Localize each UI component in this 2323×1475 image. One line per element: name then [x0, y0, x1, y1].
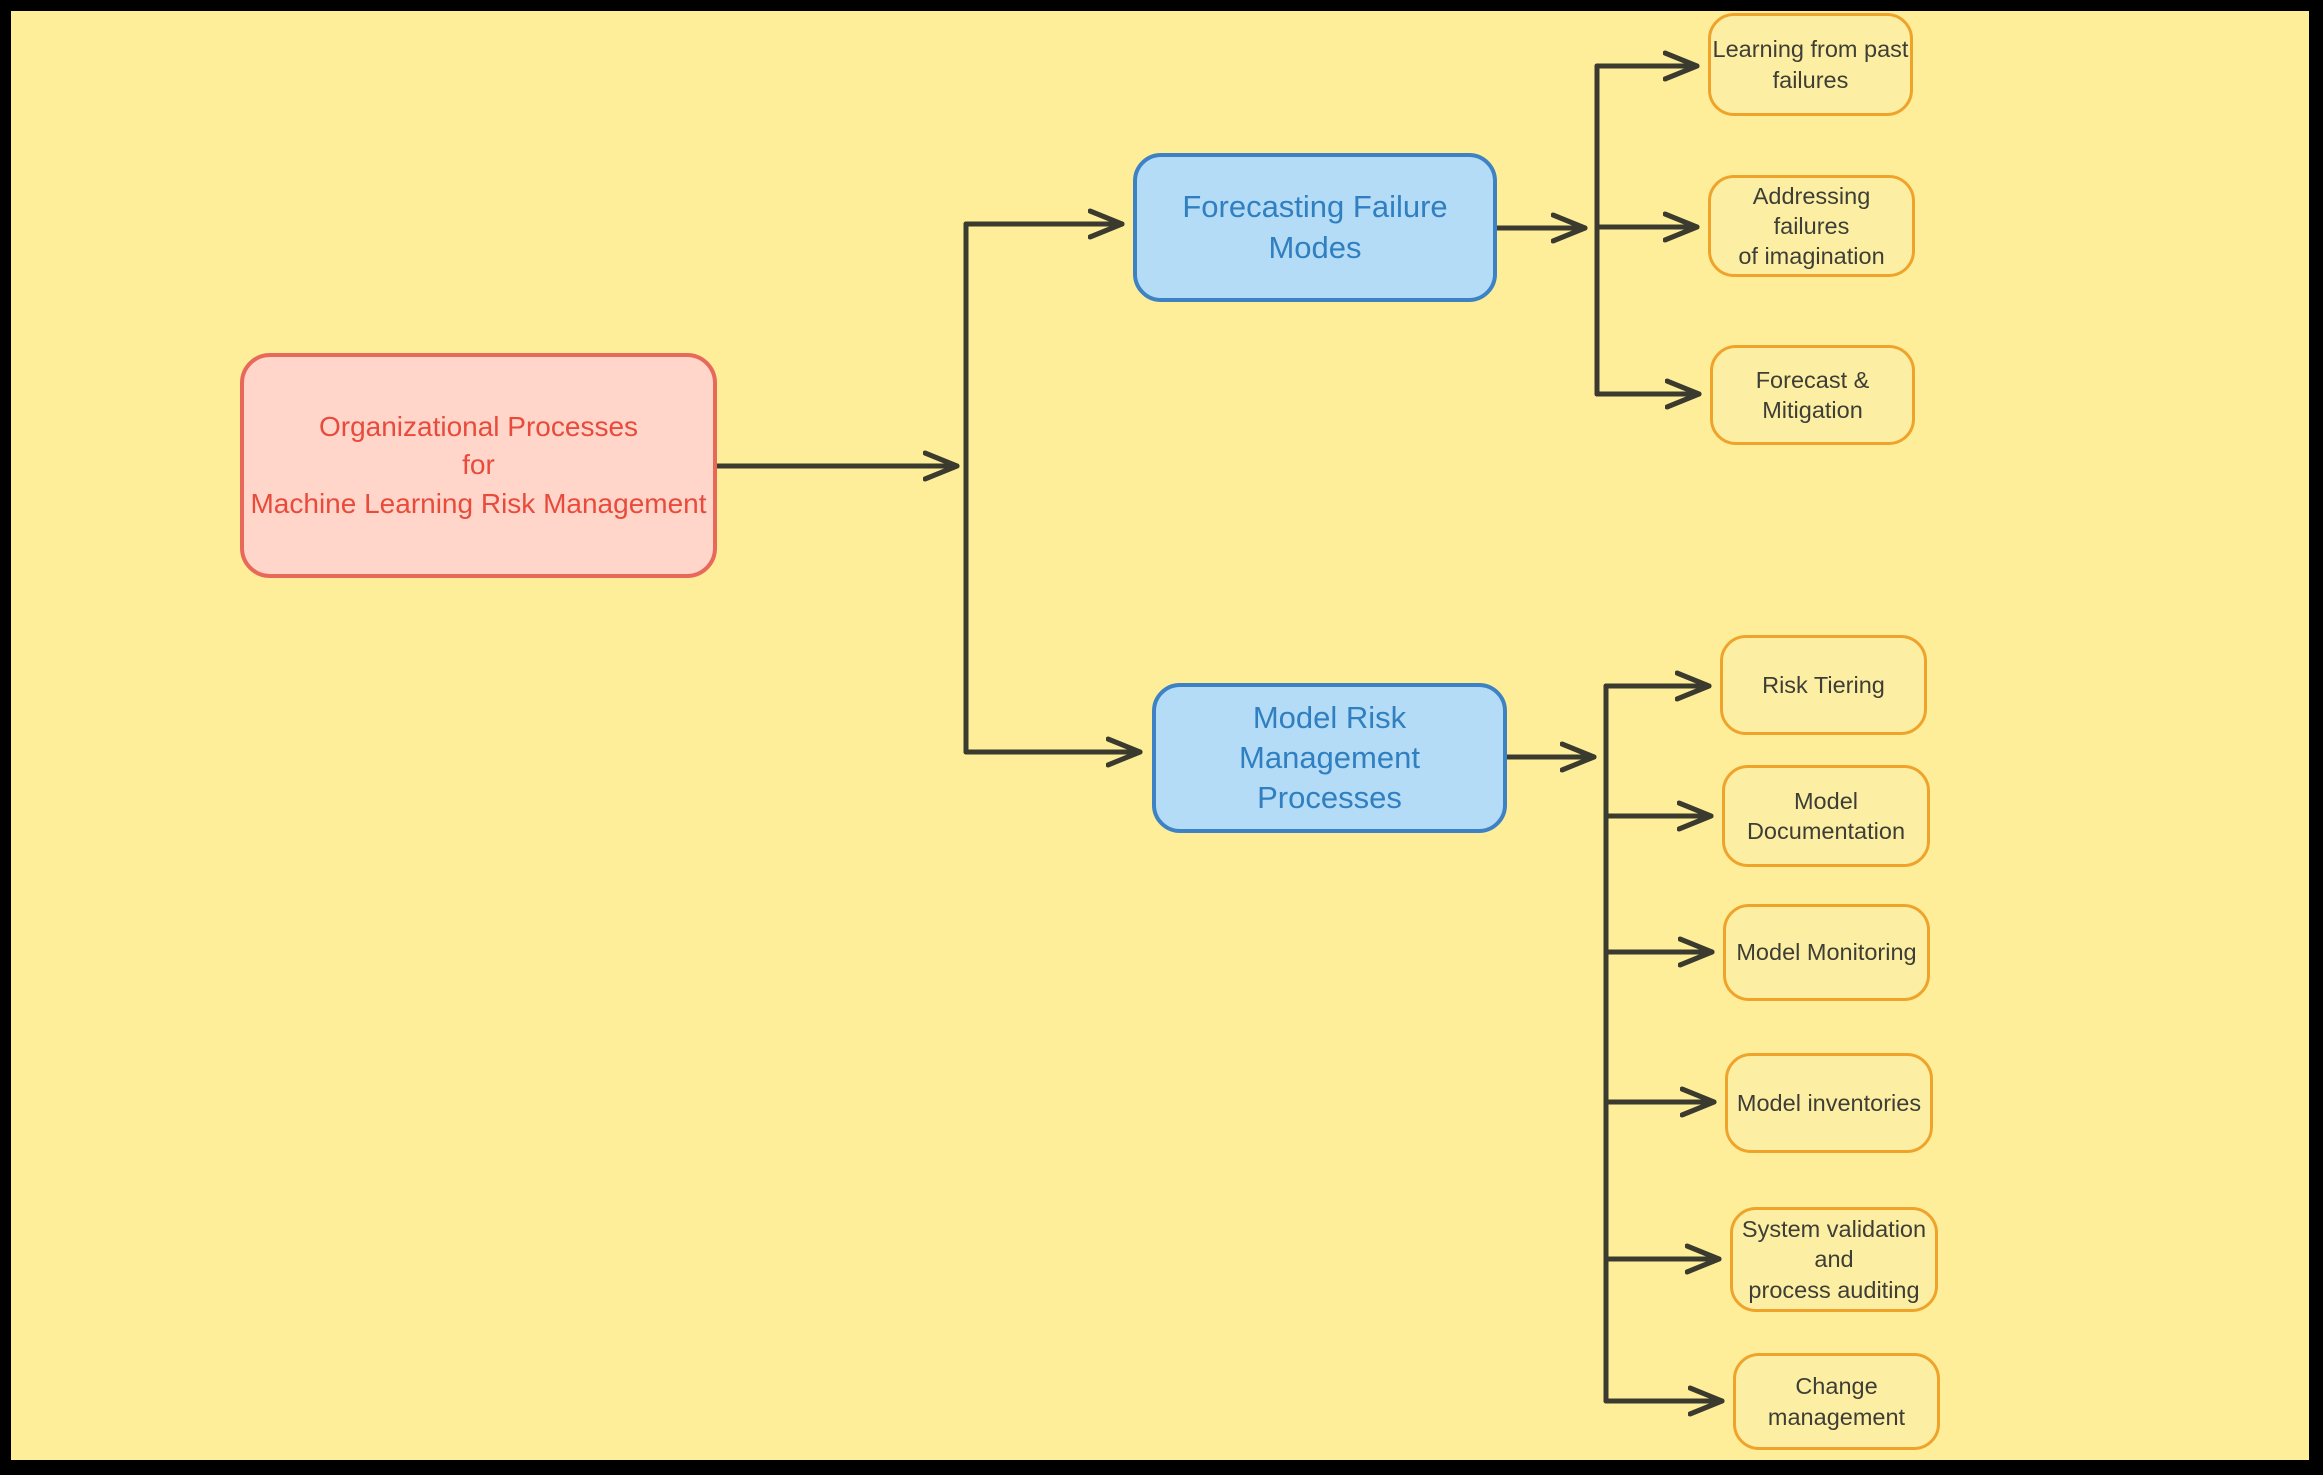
node-forecasting-failure-modes-label: Forecasting Failure Modes: [1182, 189, 1448, 265]
node-model-inventories: Model inventories: [1725, 1053, 1933, 1153]
node-risk-tiering: Risk Tiering: [1720, 635, 1927, 735]
node-forecasting-failure-modes: Forecasting Failure Modes: [1133, 153, 1497, 302]
node-model-documentation: Model Documentation: [1722, 765, 1930, 867]
node-model-documentation-label: Model Documentation: [1746, 787, 1906, 844]
node-addressing-failures-of-imagination-label: Addressing failures of imagination: [1738, 182, 1885, 270]
node-forecast-and-mitigation-label: Forecast & Mitigation: [1755, 366, 1870, 423]
node-learning-from-past-failures: Learning from past failures: [1708, 13, 1913, 116]
node-addressing-failures-of-imagination: Addressing failures of imagination: [1708, 175, 1915, 277]
node-model-inventories-label: Model inventories: [1736, 1089, 1922, 1116]
node-root: Organizational Processes for Machine Lea…: [240, 353, 717, 578]
node-risk-tiering-label: Risk Tiering: [1762, 671, 1885, 698]
node-model-risk-management-processes-label: Model Risk Management Processes: [1239, 699, 1420, 816]
node-learning-from-past-failures-label: Learning from past failures: [1712, 36, 1909, 93]
node-system-validation-and-process-auditing-label: System validation and process auditing: [1741, 1216, 1927, 1303]
node-model-monitoring-label: Model Monitoring: [1736, 939, 1917, 966]
node-model-risk-management-processes: Model Risk Management Processes: [1152, 683, 1507, 833]
node-change-management: Change management: [1733, 1353, 1940, 1450]
node-model-monitoring: Model Monitoring: [1723, 904, 1930, 1001]
node-forecast-and-mitigation: Forecast & Mitigation: [1710, 345, 1915, 445]
node-change-management-label: Change management: [1767, 1373, 1906, 1430]
node-system-validation-and-process-auditing: System validation and process auditing: [1730, 1207, 1938, 1312]
node-root-label: Organizational Processes for Machine Lea…: [250, 411, 707, 519]
